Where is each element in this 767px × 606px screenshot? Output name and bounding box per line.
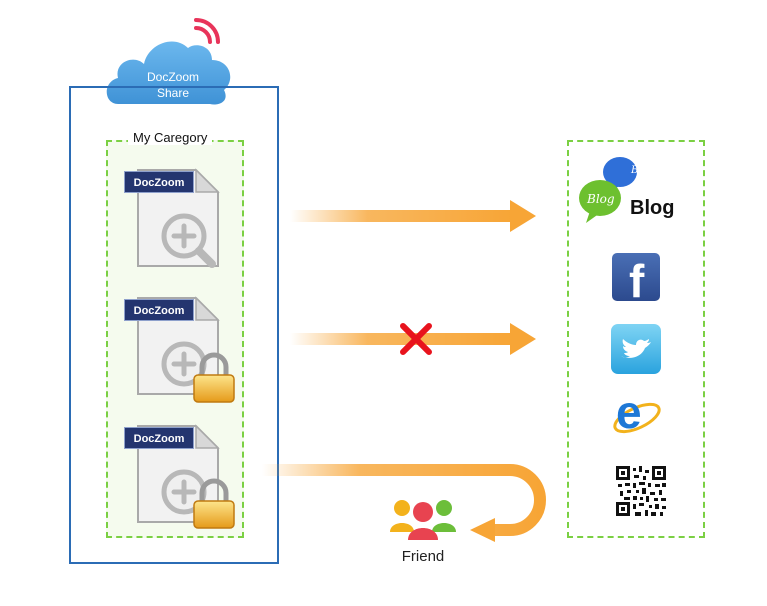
padlock-icon	[193, 478, 235, 529]
friend-label: Friend	[401, 548, 445, 565]
qr-code-icon[interactable]	[616, 466, 666, 516]
blocked-cross-icon	[400, 323, 432, 355]
document-icon[interactable]	[126, 420, 226, 524]
twitter-icon[interactable]	[611, 324, 661, 374]
padlock-icon	[193, 352, 235, 403]
facebook-letter: f	[629, 255, 645, 301]
share-arrow-friend	[262, 464, 546, 542]
share-targets-box	[567, 140, 705, 538]
share-arrow-public	[290, 200, 536, 232]
cloud-title-line1: DocZoom	[146, 70, 199, 84]
blog-icon[interactable]	[578, 155, 638, 225]
cloud-title-line2: Share	[156, 86, 190, 100]
blog-label: Blog	[630, 197, 675, 219]
blog-bubble-green-text: Blog	[587, 192, 615, 206]
category-label: My Caregory	[128, 130, 213, 145]
doc-badge: DocZoom	[124, 427, 194, 449]
doc-badge: DocZoom	[124, 171, 194, 193]
internet-explorer-icon[interactable]	[611, 390, 663, 442]
share-arrow-blocked	[290, 323, 536, 355]
friends-icon[interactable]	[388, 496, 458, 542]
cloud-icon	[106, 18, 231, 105]
facebook-icon[interactable]: f	[612, 253, 660, 301]
doczoom-share-frame	[69, 86, 279, 564]
doc-badge: DocZoom	[124, 299, 194, 321]
document-icon[interactable]	[126, 164, 226, 268]
blog-bubble-blue-text: Blog	[631, 165, 654, 176]
internet-explorer-letter: e	[616, 386, 642, 438]
